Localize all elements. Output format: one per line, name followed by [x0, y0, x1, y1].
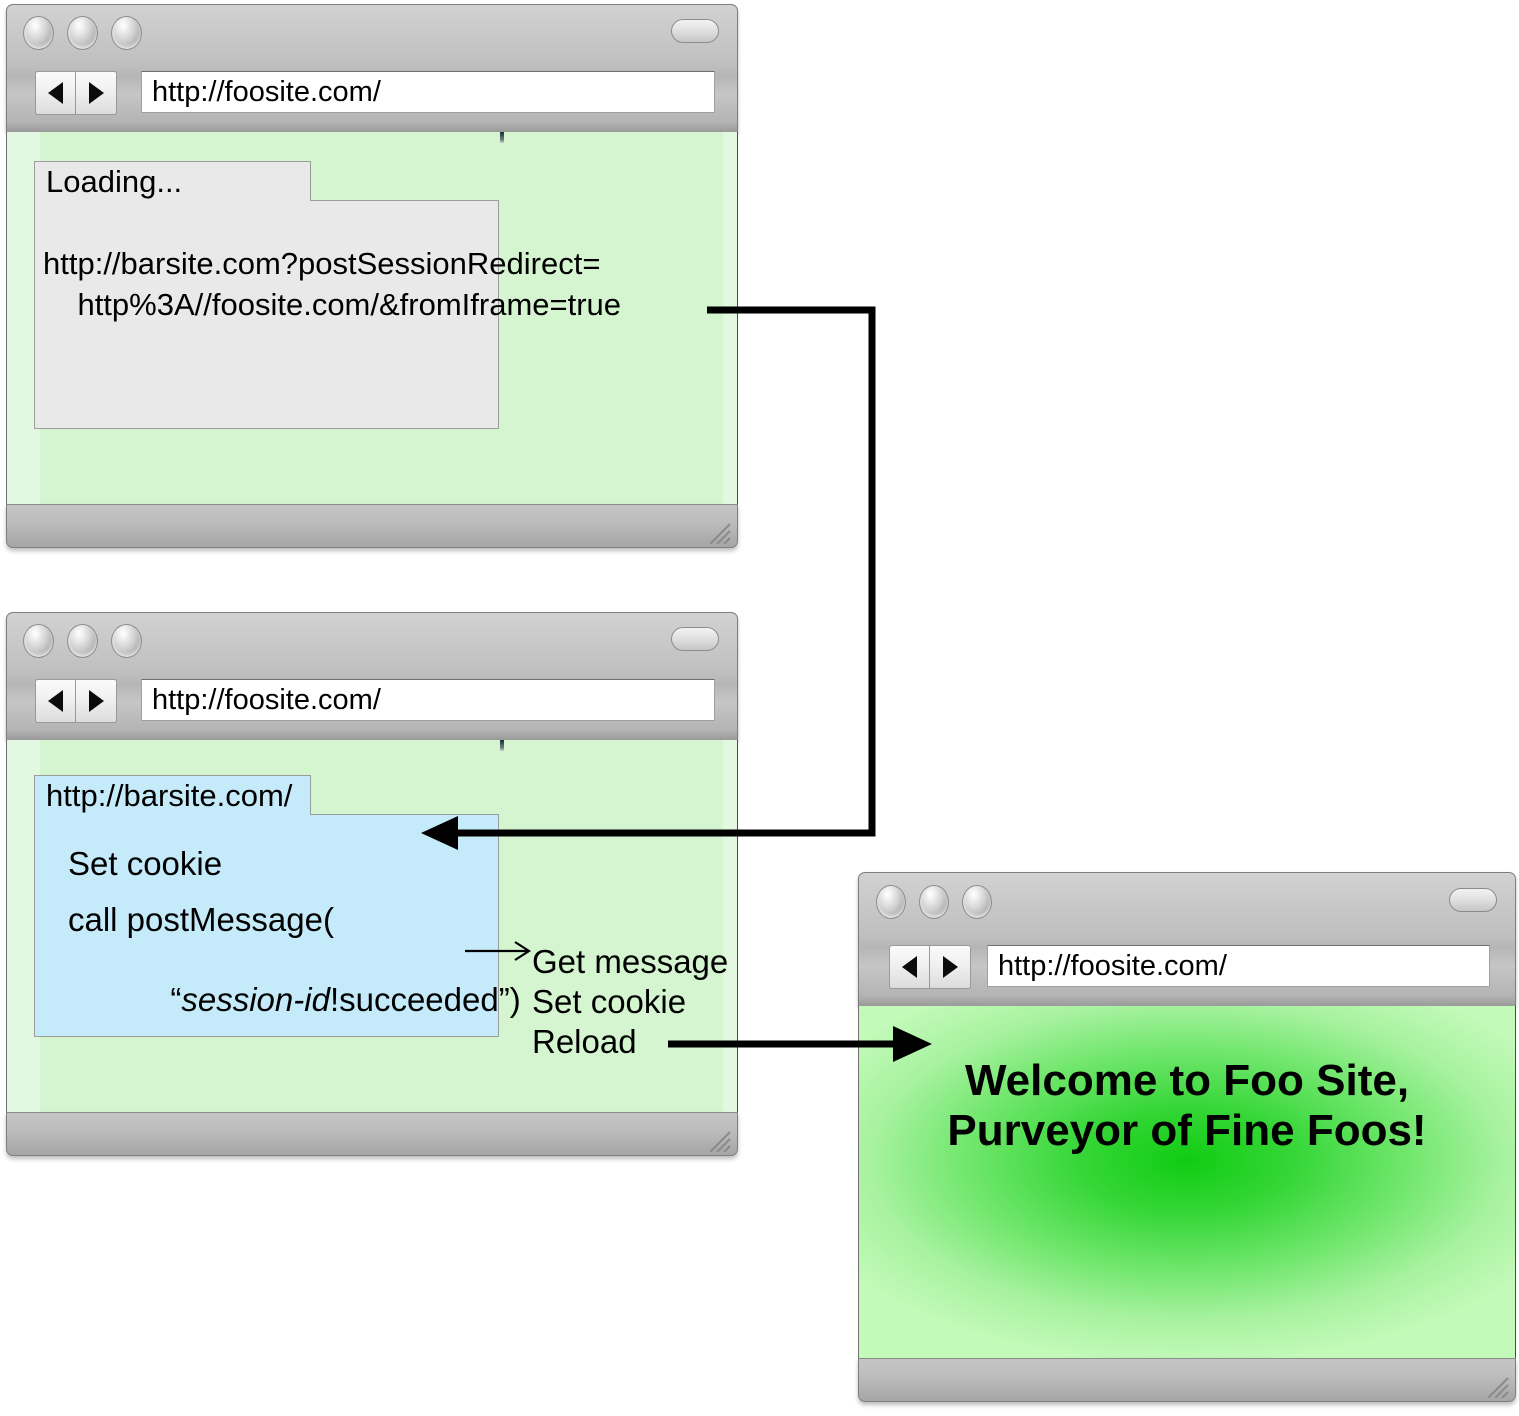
postmessage-thin-arrow [465, 941, 532, 961]
host-action-reload: Reload [532, 1023, 637, 1060]
host-action-set-cookie: Set cookie [532, 983, 687, 1020]
url-text: http://foosite.com/ [152, 75, 381, 108]
url-text: http://foosite.com/ [998, 949, 1227, 982]
iframe-set-cookie-text: Set cookie [68, 845, 223, 882]
resize-grip-icon[interactable] [706, 1128, 732, 1152]
iframe-url-line-2: http%3A//foosite.com/&fromIframe=true [43, 287, 622, 322]
zoom-button-icon[interactable] [111, 16, 142, 50]
back-arrow-icon [48, 82, 63, 104]
browser-window-welcome: http://foosite.com/ Welcome to Foo Site,… [858, 872, 1516, 1402]
navigation-buttons [35, 679, 117, 723]
succeeded-token: !succeeded”) [329, 981, 521, 1018]
page-right-gutter [723, 132, 737, 504]
resize-grip-icon[interactable] [706, 520, 732, 544]
window-statusbar-welcome [858, 1358, 1516, 1402]
iframe-label-tab-barsite: http://barsite.com/ [34, 775, 311, 815]
zoom-button-icon[interactable] [962, 885, 992, 919]
window-viewport-postmessage: http://barsite.com/ Set cookie call post… [6, 740, 738, 1112]
browser-window-loading: http://foosite.com/ Loading... http://ba… [6, 4, 738, 548]
window-titlebar-postmessage: http://foosite.com/ [6, 612, 738, 740]
iframe-body-barsite [34, 814, 499, 1037]
back-button[interactable] [35, 679, 76, 723]
resize-grip-icon[interactable] [1484, 1374, 1510, 1398]
window-statusbar-loading [6, 504, 738, 548]
iframe-postmessage-arg-text: “session-id!succeeded”) [97, 943, 521, 1057]
close-button-icon[interactable] [23, 624, 54, 658]
url-text: http://foosite.com/ [152, 683, 381, 716]
close-button-icon[interactable] [23, 16, 54, 50]
back-button[interactable] [889, 945, 930, 989]
url-input-welcome[interactable]: http://foosite.com/ [987, 945, 1490, 987]
iframe-label-text: Loading... [46, 164, 183, 199]
window-titlebar-loading: http://foosite.com/ [6, 4, 738, 132]
window-viewport-loading: Loading... http://barsite.com?postSessio… [6, 132, 738, 504]
zoom-button-icon[interactable] [111, 624, 142, 658]
back-arrow-icon [902, 956, 917, 978]
window-viewport-welcome: Welcome to Foo Site, Purveyor of Fine Fo… [858, 1006, 1516, 1358]
page-right-gutter [723, 740, 737, 1112]
browser-window-postmessage: http://foosite.com/ http://barsite.com/ … [6, 612, 738, 1156]
iframe-label-tab-loading: Loading... [34, 161, 311, 201]
navigation-buttons [889, 945, 971, 989]
forward-arrow-icon [88, 690, 104, 712]
page-top-tick-icon [500, 740, 504, 751]
quote-open: “ [170, 981, 182, 1018]
navigation-buttons [35, 71, 117, 115]
iframe-postmessage-call-text: call postMessage( [68, 901, 334, 938]
toolbar-toggle-button[interactable] [1449, 888, 1497, 912]
minimize-button-icon[interactable] [67, 624, 98, 658]
window-statusbar-postmessage [6, 1112, 738, 1156]
back-button[interactable] [35, 71, 76, 115]
window-titlebar-welcome: http://foosite.com/ [858, 872, 1516, 1006]
minimize-button-icon[interactable] [919, 885, 949, 919]
minimize-button-icon[interactable] [67, 16, 98, 50]
iframe-label-text: http://barsite.com/ [46, 778, 293, 813]
forward-button[interactable] [76, 679, 117, 723]
url-input-loading[interactable]: http://foosite.com/ [141, 71, 715, 113]
forward-button[interactable] [930, 945, 971, 989]
iframe-url-line-1: http://barsite.com?postSessionRedirect= [43, 246, 601, 281]
host-action-get-message: Get message [532, 943, 729, 980]
back-arrow-icon [48, 690, 63, 712]
welcome-heading: Welcome to Foo Site, Purveyor of Fine Fo… [947, 1056, 1427, 1156]
page-top-tick-icon [500, 132, 504, 143]
session-id-token: session-id [181, 981, 330, 1018]
url-input-postmessage[interactable]: http://foosite.com/ [141, 679, 715, 721]
toolbar-toggle-button[interactable] [671, 627, 719, 651]
forward-arrow-icon [88, 82, 104, 104]
forward-arrow-icon [942, 956, 958, 978]
close-button-icon[interactable] [876, 885, 906, 919]
iframe-body-loading [34, 200, 499, 429]
toolbar-toggle-button[interactable] [671, 19, 719, 43]
iframe-tab-seam-barsite [35, 813, 310, 817]
forward-button[interactable] [76, 71, 117, 115]
iframe-tab-seam-loading [35, 199, 310, 203]
